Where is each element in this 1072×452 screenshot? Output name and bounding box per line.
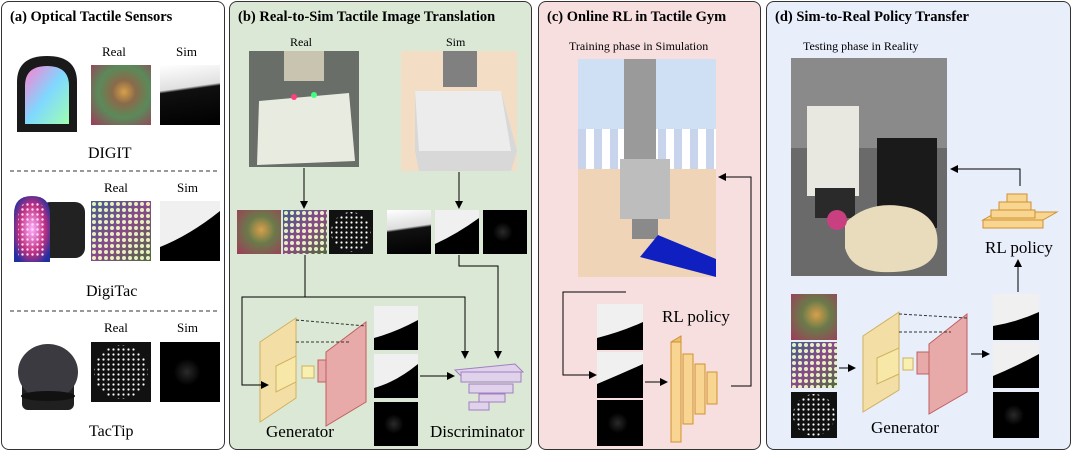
d-output-3 [993, 392, 1039, 438]
panel-c-title: (c) Online RL in Tactile Gym [547, 9, 727, 25]
d-output-2 [993, 342, 1039, 388]
d-real-robot-image [791, 58, 947, 276]
d-input-digit [791, 294, 837, 340]
tactip-sim-label: Sim [177, 320, 198, 335]
d-subtitle: Testing phase in Reality [803, 39, 919, 53]
digitac-real-label: Real [104, 180, 128, 195]
col-real-label: Real [102, 44, 126, 59]
c-tactile-2 [597, 352, 643, 398]
d-input-digitac [791, 342, 837, 388]
b-real-tactip [329, 210, 373, 254]
d-policy-label: RL policy [985, 238, 1053, 257]
panel-online-rl: (c) Online RL in Tactile Gym Training ph… [538, 1, 761, 450]
b-generator [259, 317, 367, 427]
tactip-sim-image [160, 342, 220, 402]
d-output-1 [993, 294, 1039, 340]
separator-1 [10, 170, 218, 172]
d-generator [862, 311, 968, 415]
d-generator-label: Generator [871, 418, 939, 437]
panel-d-title: (d) Sim-to-Real Policy Transfer [775, 9, 969, 25]
c-sim-render [578, 59, 716, 277]
b-sim-digit [387, 210, 431, 254]
tactip-real-image [91, 342, 151, 402]
c-arrows [562, 173, 752, 387]
tactip-real-label: Real [104, 320, 128, 335]
digit-label: DIGIT [88, 145, 132, 162]
separator-2 [10, 310, 218, 312]
digit-real-image [91, 65, 151, 125]
tactip-sensor-image [18, 344, 78, 410]
c-policy-network [670, 335, 718, 443]
digitac-label: DigiTac [86, 283, 138, 300]
d-input-tactip [791, 392, 837, 438]
digitac-sim-label: Sim [177, 180, 198, 195]
c-tactile-1 [597, 304, 643, 350]
digitac-sensor-image [14, 196, 85, 262]
b-gen-out-2 [374, 354, 418, 398]
panel-optical-sensors: (a) Optical Tactile Sensors Real Sim DIG… [1, 1, 225, 450]
digitac-sim-image [160, 201, 220, 261]
panel-b-title: (b) Real-to-Sim Tactile Image Translatio… [238, 9, 496, 25]
b-real-digitac [283, 210, 327, 254]
sim-photo-label: Sim [446, 35, 466, 49]
digitac-real-image [91, 201, 151, 261]
b-gen-out-1 [374, 306, 418, 350]
panel-real-to-sim: (b) Real-to-Sim Tactile Image Translatio… [229, 1, 532, 450]
b-arrows [241, 168, 502, 389]
panel-a-title: (a) Optical Tactile Sensors [10, 9, 173, 25]
d-arrows [839, 165, 1022, 372]
b-generator-label: Generator [266, 422, 334, 441]
b-sim-digitac [435, 210, 479, 254]
c-tactile-3 [597, 400, 643, 446]
digit-sensor-image [17, 56, 77, 132]
b-gen-out-3 [374, 402, 418, 446]
b-discriminator-label: Discriminator [430, 422, 525, 441]
panel-sim-to-real: (d) Sim-to-Real Policy Transfer Testing … [766, 1, 1071, 450]
sim-scene-image [401, 51, 517, 171]
col-sim-label: Sim [176, 44, 197, 59]
c-subtitle: Training phase in Simulation [569, 39, 709, 53]
d-policy-network [981, 193, 1059, 229]
b-discriminator [453, 363, 525, 411]
real-photo-label: Real [290, 35, 312, 49]
tactip-label: TacTip [89, 423, 134, 440]
b-real-digit [237, 210, 281, 254]
b-sim-tactip [483, 210, 527, 254]
real-scene-image [249, 51, 359, 167]
digit-sim-image [160, 65, 220, 125]
c-policy-label: RL policy [662, 307, 730, 326]
